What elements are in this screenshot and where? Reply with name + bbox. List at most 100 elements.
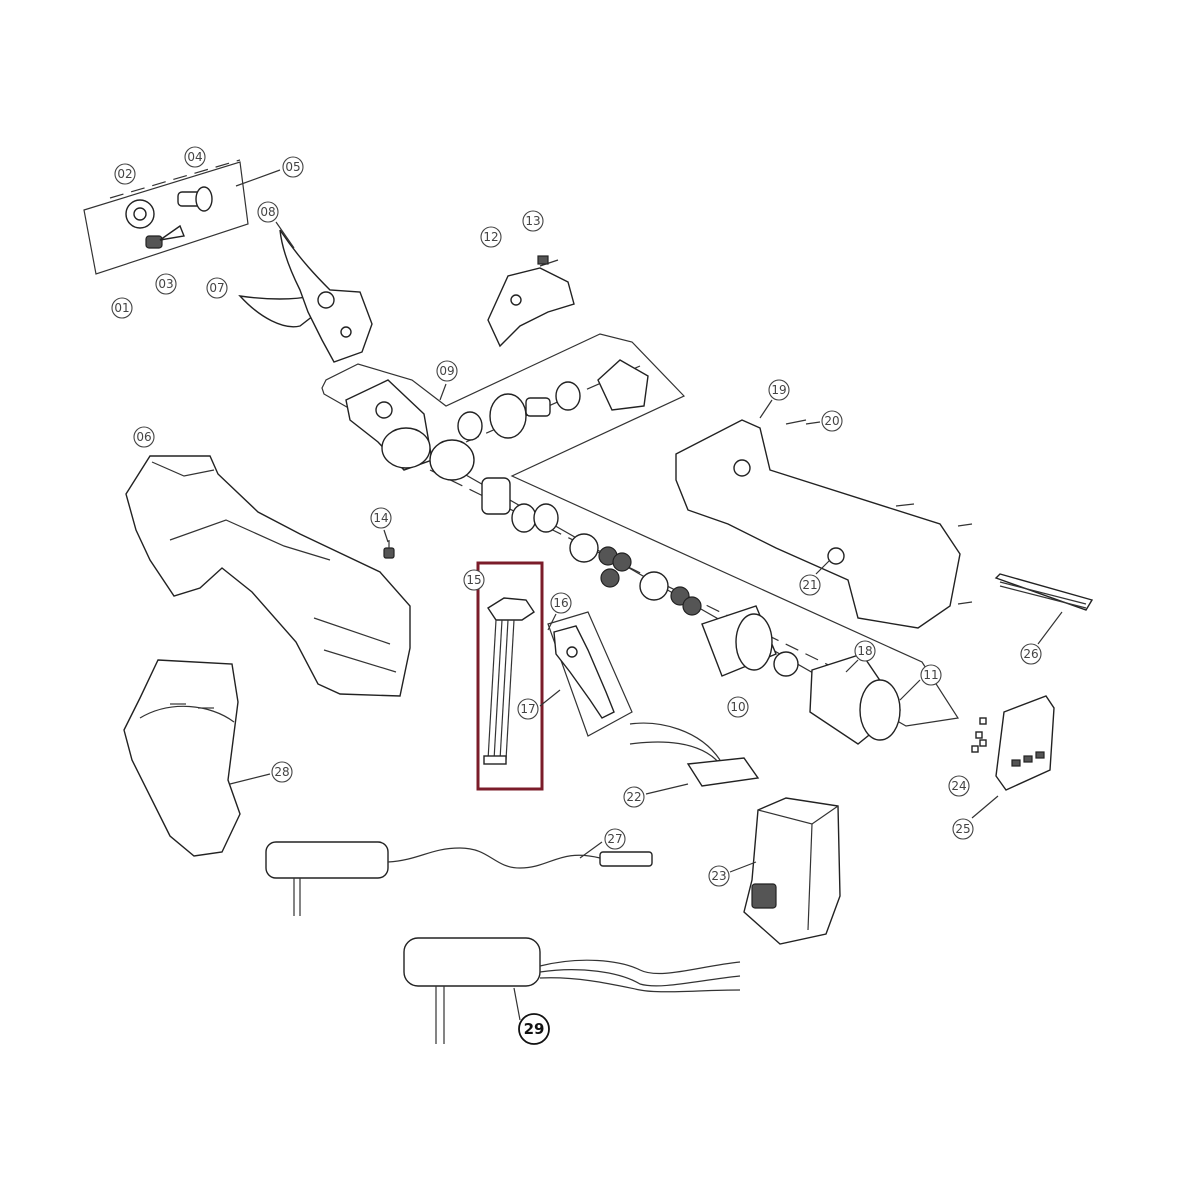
bolt-04 (177, 186, 213, 212)
callout-label: 15 (466, 573, 481, 587)
leader-line-28 (229, 773, 271, 785)
callout-circle (463, 569, 485, 591)
callout-label: 22 (626, 790, 641, 804)
leader-line-14 (383, 529, 389, 543)
blades (238, 229, 373, 363)
callout-01: 01 (111, 297, 133, 319)
callout-22: 22 (623, 786, 645, 808)
screw-14 (383, 540, 395, 559)
callout-circle (184, 146, 206, 168)
leader-line-17 (539, 689, 561, 707)
callout-24: 24 (948, 775, 970, 797)
callout-25: 25 (952, 818, 974, 840)
callout-label: 29 (524, 1020, 545, 1038)
callout-circle (948, 775, 970, 797)
callout-label: 12 (483, 230, 498, 244)
switch-board-15 (483, 597, 535, 765)
callout-21: 21 (799, 574, 821, 596)
leader-line-26 (1037, 611, 1063, 645)
callout-13: 13 (522, 210, 544, 232)
callout-label: 06 (136, 430, 151, 444)
callout-circle (206, 277, 228, 299)
callout-12: 12 (480, 226, 502, 248)
callout-15: 15 (463, 569, 485, 591)
callout-circle (821, 410, 843, 432)
callout-circle (952, 818, 974, 840)
gearbox-frame (321, 333, 960, 745)
callout-label: 28 (274, 765, 289, 779)
leader-line-19 (759, 399, 773, 419)
callout-28: 28 (271, 761, 293, 783)
ribbon-cable-26 (994, 573, 1094, 611)
callout-03: 03 (155, 273, 177, 295)
callout-label: 19 (771, 383, 786, 397)
callout-circle (155, 273, 177, 295)
callout-label: 07 (209, 281, 224, 295)
callout-09: 09 (436, 360, 458, 382)
callout-18: 18 (854, 640, 876, 662)
callout-26: 26 (1020, 643, 1042, 665)
callout-label: 08 (260, 205, 275, 219)
callout-label: 10 (730, 700, 745, 714)
callout-circle (480, 226, 502, 248)
callout-circle (522, 210, 544, 232)
callout-label: 04 (187, 150, 202, 164)
callout-04: 04 (184, 146, 206, 168)
callout-circle (518, 1013, 550, 1045)
leader-line-08 (275, 221, 295, 249)
callout-label: 09 (439, 364, 454, 378)
leader-line-09 (439, 383, 447, 401)
callout-19: 19 (768, 379, 790, 401)
callout-02: 02 (114, 163, 136, 185)
highlight-box (476, 561, 544, 791)
trigger-group (547, 611, 633, 737)
callout-07: 07 (206, 277, 228, 299)
callout-06: 06 (133, 426, 155, 448)
right-housing (675, 419, 973, 629)
leader-line-23 (729, 861, 757, 873)
blade-hardware-group (83, 159, 249, 275)
callout-20: 20 (821, 410, 843, 432)
callout-circle (920, 664, 942, 686)
head-cover-group (487, 255, 575, 348)
clips-24 (979, 717, 987, 725)
left-housing-06 (125, 455, 411, 697)
callout-label: 25 (955, 822, 970, 836)
leader-line-18 (845, 659, 859, 673)
callout-circle (257, 201, 279, 223)
callout-10: 10 (727, 696, 749, 718)
callout-11: 11 (920, 664, 942, 686)
leader-line-20 (805, 421, 821, 425)
callout-circle (517, 698, 539, 720)
callout-label: 23 (711, 869, 726, 883)
battery-23 (743, 797, 841, 945)
callout-label: 01 (114, 301, 129, 315)
leader-line-05 (235, 169, 281, 187)
callout-label: 11 (923, 668, 938, 682)
callout-circle (436, 360, 458, 382)
callout-label: 20 (824, 414, 839, 428)
leader-line-22 (645, 783, 689, 795)
callout-circle (727, 696, 749, 718)
leader-line-27 (579, 841, 603, 859)
guide-line (109, 159, 241, 199)
callout-label: 02 (117, 167, 132, 181)
gearbox-outline (321, 333, 960, 727)
gear-02 (125, 199, 155, 229)
callout-circle (271, 761, 293, 783)
callout-circle (114, 163, 136, 185)
hardware-frame (83, 161, 249, 275)
callout-17: 17 (517, 698, 539, 720)
callout-label: 27 (607, 832, 622, 846)
cover-25 (995, 695, 1055, 791)
callout-circle (799, 574, 821, 596)
leader-line-21 (815, 559, 831, 575)
callout-circle (370, 507, 392, 529)
callout-circle (133, 426, 155, 448)
housing-half-19 (675, 419, 961, 629)
callout-label: 14 (373, 511, 388, 525)
contact-plate-22 (629, 722, 760, 787)
callout-circle (604, 828, 626, 850)
nut-01 (145, 224, 185, 249)
